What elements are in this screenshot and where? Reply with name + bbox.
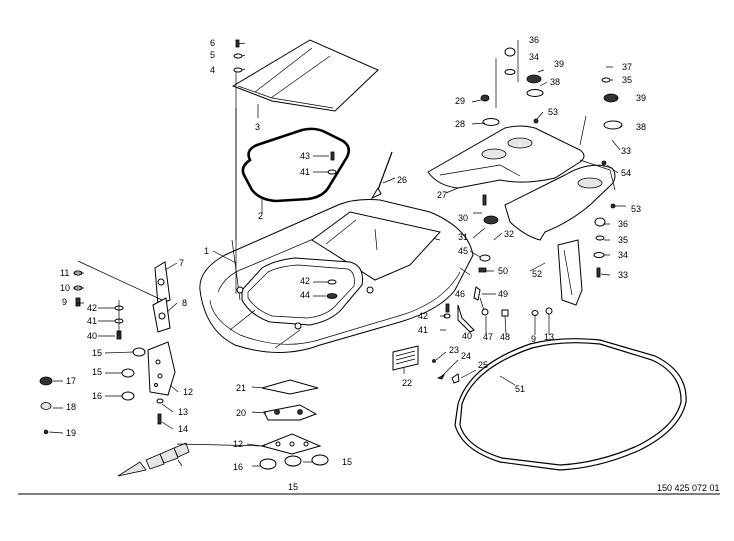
callout-number-1: 1 <box>204 246 209 256</box>
callout-number-39: 39 <box>636 93 646 103</box>
leader-lines <box>48 40 626 467</box>
callout-number-52: 52 <box>532 269 542 279</box>
plate-21-part <box>261 379 319 395</box>
callout-number-13: 13 <box>544 332 554 342</box>
callout-labels: 1234568910111212131415151515161617181920… <box>60 35 646 492</box>
callout-number-15: 15 <box>92 348 102 358</box>
callout-number-42: 42 <box>418 311 428 321</box>
callout-number-31: 31 <box>458 232 468 242</box>
callout-number-23: 23 <box>449 345 459 355</box>
callout-number-9: 9 <box>62 297 67 307</box>
side-cover-part <box>504 159 616 241</box>
callout-number-10: 10 <box>60 283 70 293</box>
callout-number-20: 20 <box>236 408 246 418</box>
lever-part <box>152 261 171 333</box>
callout-number-25: 25 <box>478 360 488 370</box>
grille-part <box>392 345 419 371</box>
callout-number-34: 34 <box>529 52 539 62</box>
callout-number-42: 42 <box>87 303 97 313</box>
antenna-wire-part <box>370 151 393 200</box>
plate-12-part <box>260 433 322 455</box>
callout-number-5: 5 <box>210 50 215 60</box>
callout-number-4: 4 <box>210 65 215 75</box>
callout-number-40: 40 <box>87 331 97 341</box>
callout-number-2: 2 <box>258 211 263 221</box>
control-panel-part <box>147 341 176 396</box>
callout-number-8: 8 <box>182 298 187 308</box>
document-number: 150 425 072 01 <box>657 483 720 493</box>
callout-number-41: 41 <box>418 325 428 335</box>
callout-number-41: 41 <box>87 316 97 326</box>
callout-number-13: 13 <box>178 407 188 417</box>
callout-number-27: 27 <box>437 190 447 200</box>
callout-number-12: 12 <box>233 439 243 449</box>
callout-number-21: 21 <box>236 383 246 393</box>
callout-number-38: 38 <box>636 122 646 132</box>
callout-number-12: 12 <box>183 387 193 397</box>
callout-number-39: 39 <box>554 59 564 69</box>
callout-number-26: 26 <box>397 175 407 185</box>
knobs-part <box>121 347 329 470</box>
callout-number-35: 35 <box>618 235 628 245</box>
callout-number-50: 50 <box>498 266 508 276</box>
callout-number-3: 3 <box>255 122 260 132</box>
callout-number-40: 40 <box>462 331 472 341</box>
callout-number-46: 46 <box>455 289 465 299</box>
callout-number-54: 54 <box>621 168 631 178</box>
callout-number-22: 22 <box>402 378 412 388</box>
callout-number-42: 42 <box>300 276 310 286</box>
callout-number-18: 18 <box>66 402 76 412</box>
callout-number-43: 43 <box>300 151 310 161</box>
callout-number-41: 41 <box>300 167 310 177</box>
callout-number-30: 30 <box>458 213 468 223</box>
plate-20-part <box>263 404 318 421</box>
callout-number-36: 36 <box>529 35 539 45</box>
callout-number-49: 49 <box>498 289 508 299</box>
callout-number-14: 14 <box>178 424 188 434</box>
fastener-parts <box>73 39 623 425</box>
callout-number-44: 44 <box>300 290 310 300</box>
callout-number-11: 11 <box>60 268 69 278</box>
callout-number-24: 24 <box>461 351 471 361</box>
callout-number-34: 34 <box>618 250 628 260</box>
callout-number-6: 6 <box>210 38 215 48</box>
callout-number-53: 53 <box>631 204 641 214</box>
main-body-part <box>199 108 474 353</box>
callout-number-48: 48 <box>500 332 510 342</box>
top-lid-part <box>231 39 379 112</box>
callout-number-15: 15 <box>92 367 102 377</box>
callout-number-47: 47 <box>483 332 493 342</box>
callout-number-15: 15 <box>342 457 352 467</box>
callout-number-29: 29 <box>455 96 465 106</box>
rear-cover-part <box>427 125 585 189</box>
callout-number-7: 7 <box>179 258 184 268</box>
grommet-parts <box>39 376 53 435</box>
callout-number-32: 32 <box>504 229 514 239</box>
lid-gasket-part <box>241 127 351 203</box>
callout-number-17: 17 <box>66 376 76 386</box>
base-plate-part <box>454 338 687 471</box>
callout-number-15: 15 <box>288 482 298 492</box>
callout-number-33: 33 <box>621 146 631 156</box>
callout-number-51: 51 <box>515 384 525 394</box>
callout-number-35: 35 <box>622 75 632 85</box>
callout-number-28: 28 <box>455 119 465 129</box>
callout-number-36: 36 <box>618 219 628 229</box>
callout-number-16: 16 <box>92 391 102 401</box>
bracket-part <box>557 239 583 306</box>
callout-number-37: 37 <box>622 62 632 72</box>
callout-number-16: 16 <box>233 462 243 472</box>
callout-number-33: 33 <box>618 270 628 280</box>
callout-number-45: 45 <box>458 246 468 256</box>
direction-arrow-icon <box>117 442 190 477</box>
callout-number-19: 19 <box>66 428 76 438</box>
callout-number-9: 9 <box>531 334 536 344</box>
callout-number-53: 53 <box>548 107 558 117</box>
callout-number-38: 38 <box>550 77 560 87</box>
